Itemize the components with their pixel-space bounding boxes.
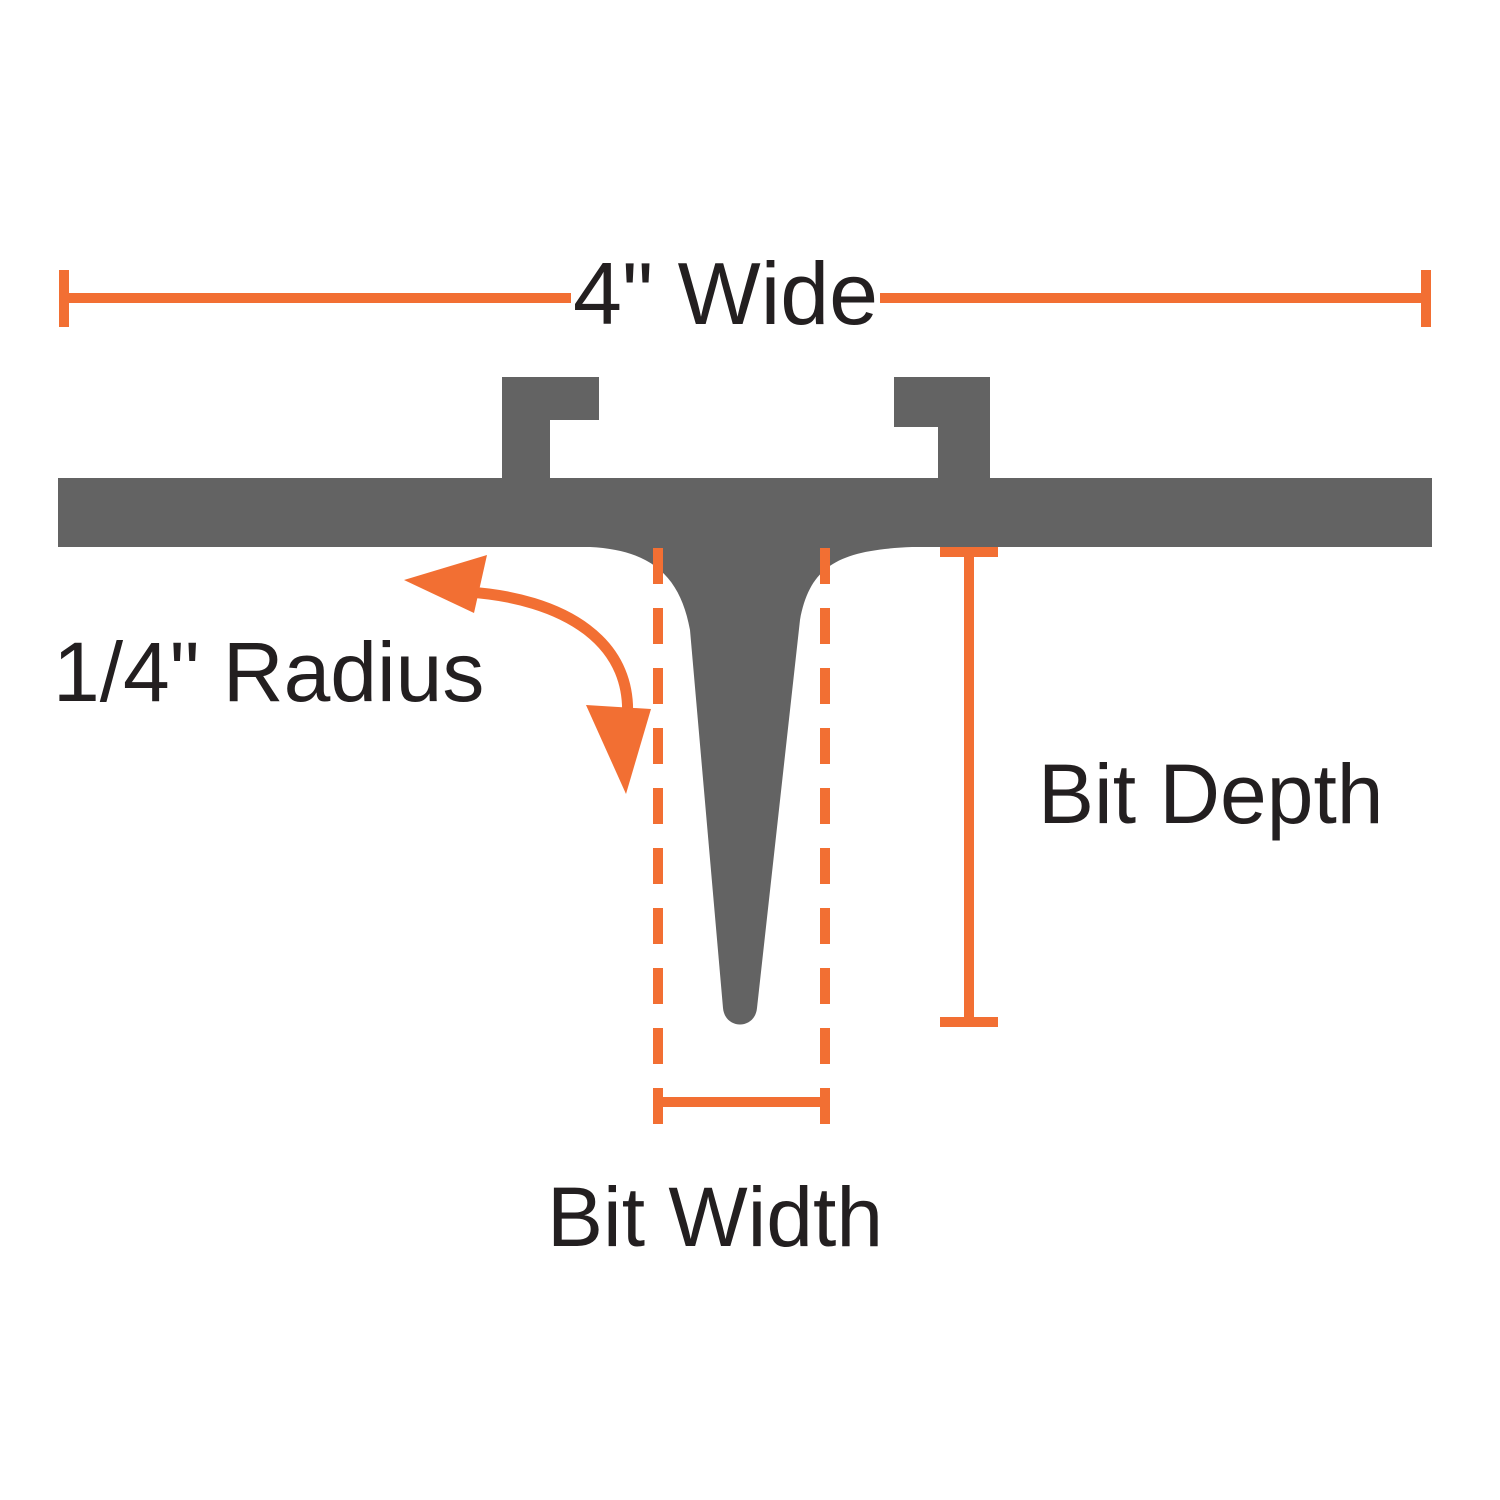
arrowhead-down xyxy=(586,705,651,794)
arrowhead-left xyxy=(404,555,487,613)
radius-label: 1/4" Radius xyxy=(53,625,485,719)
trim-profile xyxy=(58,377,1432,1025)
bit-depth-label: Bit Depth xyxy=(1038,747,1384,841)
bit-width-guides xyxy=(653,548,830,1128)
bit-depth-dimension xyxy=(940,547,998,1027)
bit-width-label: Bit Width xyxy=(547,1170,884,1264)
overall-width-label: 4" Wide xyxy=(571,244,881,343)
radius-arrow xyxy=(404,555,651,794)
